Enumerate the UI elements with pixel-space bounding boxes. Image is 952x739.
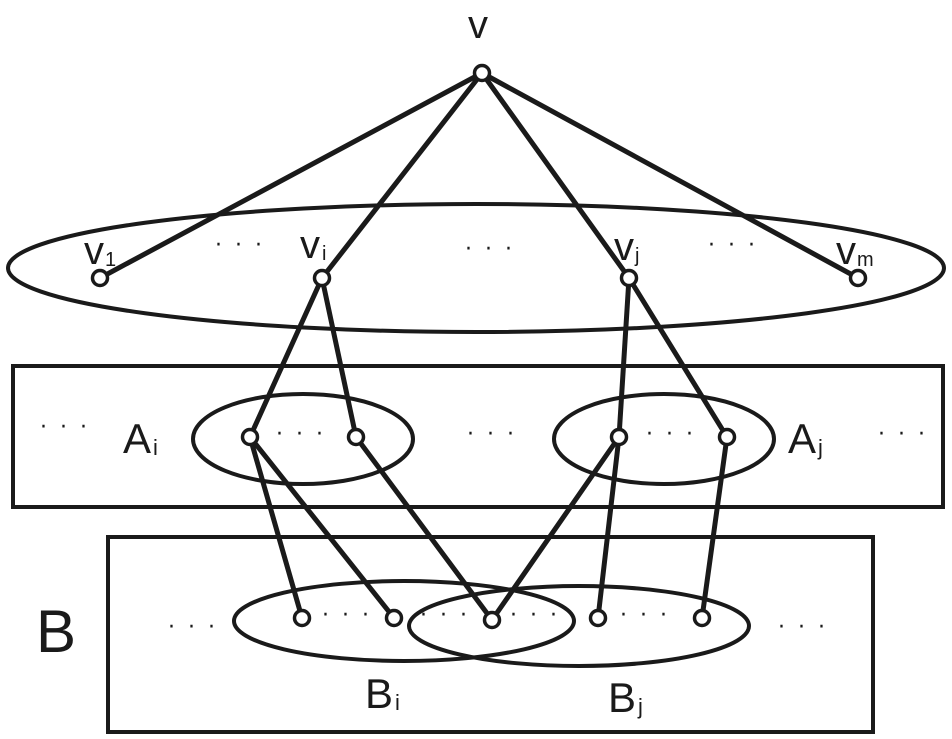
dots-Ai-inner: · · · [276, 422, 326, 447]
node-ai-1 [240, 427, 260, 447]
edge-v-vm [479, 70, 861, 281]
box-A [11, 364, 945, 509]
dots-A-middle: · · · [467, 422, 517, 447]
edge-a1-b2 [247, 434, 397, 621]
label-vj: vj [614, 225, 639, 269]
dots-B-right: · · · [778, 615, 828, 640]
edge-v-vj [479, 70, 632, 281]
node-v1 [90, 268, 110, 288]
dots-B-overlap-right: · · · [510, 603, 560, 628]
node-b-shared [482, 610, 502, 630]
dots-A-right: · · · [878, 422, 928, 447]
label-Bj: Bj [608, 674, 643, 721]
ellipse-Bj [407, 584, 751, 668]
edge-a1-b1 [247, 434, 305, 621]
dots-Bj-inner: · · · [620, 603, 670, 628]
node-vm [848, 268, 868, 288]
node-vj [619, 268, 639, 288]
node-aj-2 [717, 427, 737, 447]
edge-vj-a3 [616, 275, 632, 440]
ellipse-Ai [191, 392, 415, 486]
label-vm: vm [836, 229, 874, 273]
node-aj-1 [609, 427, 629, 447]
label-v: v [468, 3, 488, 47]
ellipse-Bi [232, 579, 576, 663]
edge-a3-b3 [489, 434, 622, 623]
dots-vj-vm: · · · [708, 233, 758, 258]
edge-v-vi [319, 70, 485, 281]
label-Aj: Aj [788, 415, 823, 462]
dots-Aj-inner: · · · [646, 422, 696, 447]
node-bi-1 [292, 608, 312, 628]
label-B: B [36, 598, 76, 665]
dots-A-left: · · · [40, 415, 90, 440]
dots-v1-vi: · · · [215, 233, 265, 258]
label-Bi: Bi [365, 670, 400, 717]
node-ai-2 [346, 427, 366, 447]
edge-vi-a2 [319, 275, 359, 440]
node-vi [312, 268, 332, 288]
dots-B-left: · · · [168, 615, 218, 640]
dots-B-overlap-left: · · · [420, 603, 470, 628]
ellipse-Aj [552, 392, 776, 486]
edge-a3-b4 [595, 434, 622, 621]
edge-a2-b3 [353, 434, 495, 623]
label-Ai: Ai [123, 415, 158, 462]
node-bi-2 [384, 608, 404, 628]
dots-vi-vj: · · · [465, 237, 515, 262]
dots-Bi-inner: · · · [322, 603, 372, 628]
box-B [106, 535, 875, 734]
node-bj-2 [692, 608, 712, 628]
outer-ellipse-v-neighbors [6, 202, 946, 334]
edge-a4-b5 [699, 434, 730, 621]
edge-vj-a4 [626, 275, 730, 440]
label-v1: v1 [84, 229, 116, 273]
edge-vi-a1 [247, 275, 325, 440]
edge-v-v1 [97, 70, 485, 281]
node-v [472, 63, 492, 83]
node-bj-1 [588, 608, 608, 628]
